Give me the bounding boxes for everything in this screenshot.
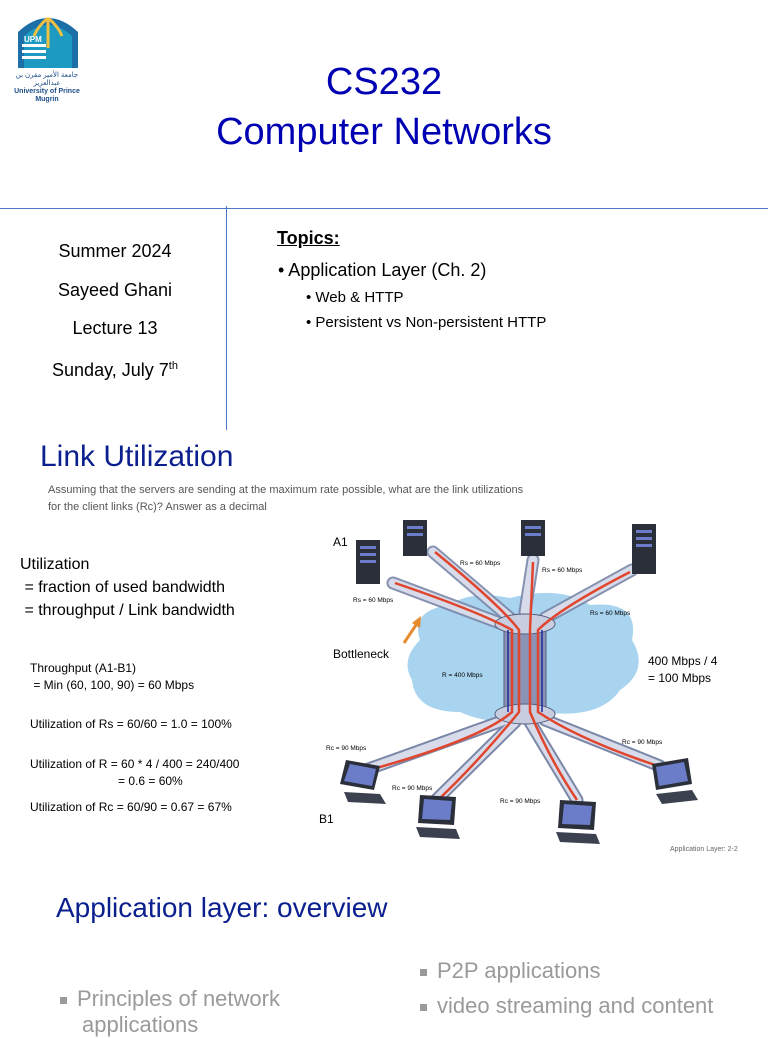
label-rc-1: Rc = 90 Mbps xyxy=(326,745,367,752)
label-rc-2: Rc = 90 Mbps xyxy=(392,785,433,792)
link-stripes xyxy=(507,630,543,712)
bullet-principles: Principles of network xyxy=(60,986,280,1012)
vertical-divider xyxy=(226,206,227,430)
label-a1: A1 xyxy=(333,535,348,549)
label-note-1: 400 Mbps / 4 xyxy=(648,654,718,668)
label-rs-2: Rs = 60 Mbps xyxy=(460,560,501,567)
question-line-2: for the client links (Rc)? Answer as a d… xyxy=(48,501,267,513)
logo-caption: جامعة الأمير مقرن بن عبدالعزيز Universit… xyxy=(10,72,84,104)
lecture-date: Sunday, July 7th xyxy=(0,355,230,381)
utilization-definition: Utilization = fraction of used bandwidth… xyxy=(20,553,235,622)
bullet-p2p-text: P2P applications xyxy=(437,958,601,983)
label-note-2: = 100 Mbps xyxy=(648,671,711,685)
horizontal-divider xyxy=(0,208,768,209)
date-superscript: th xyxy=(168,360,178,372)
network-diagram: A1 B1 Bottleneck 400 Mbps / 4 = 100 Mbps… xyxy=(319,520,718,844)
bottleneck-arrowhead xyxy=(412,616,421,628)
instructor: Sayeed Ghani xyxy=(57,280,173,300)
bullet-marker xyxy=(420,1003,427,1011)
server-icons xyxy=(356,520,656,584)
subtopic-web-http: • Web & HTTP xyxy=(306,289,404,306)
bullet-marker xyxy=(60,996,67,1004)
date-text: Sunday, July 7 xyxy=(52,360,169,380)
slide-footer: Application Layer: 2-2 xyxy=(670,846,738,853)
lecture-number: Lecture 13 xyxy=(72,318,158,338)
svg-text:UPM: UPM xyxy=(24,35,42,44)
throughput-value: = Min (60, 100, 90) = 60 Mbps xyxy=(30,678,195,692)
bottleneck-arrow xyxy=(402,621,420,644)
label-rc-4: Rc = 90 Mbps xyxy=(622,739,663,746)
subtopic-persistent-http: • Persistent vs Non-persistent HTTP xyxy=(306,314,547,331)
router-bottom xyxy=(494,703,556,725)
label-bottleneck: Bottleneck xyxy=(333,647,390,661)
label-rs-4: Rs = 60 Mbps xyxy=(590,610,631,617)
label-r: R = 400 Mbps xyxy=(442,672,483,679)
bullet-p2p: P2P applications xyxy=(420,958,601,984)
link-utilization-title: Link Utilization xyxy=(40,440,234,473)
label-b1: B1 xyxy=(319,812,334,826)
label-rc-3: Rc = 90 Mbps xyxy=(500,798,541,805)
logo-english-text: University of Prince Mugrin xyxy=(14,88,80,103)
util-rs: Utilization of Rs = 60/60 = 1.0 = 100% xyxy=(30,717,232,731)
throughput-heading: Throughput (A1-B1) xyxy=(30,661,137,675)
course-name: Computer Networks xyxy=(216,111,552,153)
central-link-r xyxy=(503,623,547,715)
label-rs-a1: Rs = 60 Mbps xyxy=(353,597,394,604)
question-line-1: Assuming that the servers are sending at… xyxy=(48,484,524,496)
util-r: Utilization of R = 60 * 4 / 400 = 240/40… xyxy=(30,757,240,771)
bullet-principles-text: Principles of network xyxy=(77,986,280,1011)
topic-main: • Application Layer (Ch. 2) xyxy=(278,260,487,280)
bullet-video-text: video streaming and content xyxy=(437,993,714,1018)
topics-heading: Topics: xyxy=(277,228,340,248)
label-rs-3: Rs = 60 Mbps xyxy=(542,567,583,574)
course-code: CS232 xyxy=(325,61,443,103)
bullet-principles-cont: applications xyxy=(82,1012,199,1037)
util-line-3: = throughput / Link bandwidth xyxy=(20,602,235,619)
term: Summer 2024 xyxy=(58,241,172,261)
util-r-result: = 0.6 = 60% xyxy=(118,774,183,788)
logo-arabic-text: جامعة الأمير مقرن بن عبدالعزيز xyxy=(15,72,79,87)
traffic-flows xyxy=(361,551,659,801)
university-logo: UPM xyxy=(8,8,88,104)
util-rc: Utilization of Rc = 60/90 = 0.67 = 67% xyxy=(30,800,232,814)
question-text: Assuming that the servers are sending at… xyxy=(48,482,648,516)
client-computer-icons xyxy=(340,758,698,844)
util-line-1: Utilization xyxy=(20,556,90,573)
util-line-2: = fraction of used bandwidth xyxy=(20,579,226,596)
bullet-video: video streaming and content xyxy=(420,993,713,1019)
bullet-marker xyxy=(420,968,427,976)
app-layer-title: Application layer: overview xyxy=(56,892,388,923)
